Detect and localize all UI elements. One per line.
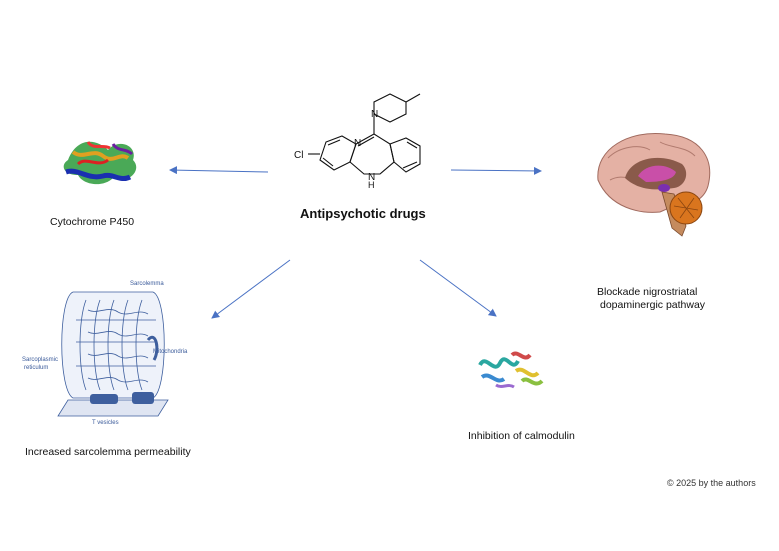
cytochrome-protein-image	[63, 141, 137, 185]
molecule-n-ring: N	[354, 138, 361, 149]
center-title: Antipsychotic drugs	[300, 206, 426, 221]
muscle-label-sr-line1: Sarcoplasmic	[22, 357, 59, 363]
molecule-structure: N N Cl N H	[294, 93, 421, 190]
arrow-to-calmodulin	[419, 259, 497, 317]
molecule-n-top: N	[371, 109, 378, 120]
cytochrome-label: Cytochrome P450	[50, 216, 135, 228]
arrow-to-cytochrome	[169, 166, 269, 175]
arrow-to-muscle	[211, 259, 291, 319]
sarcolemma-label: Increased sarcolemma permeability	[25, 446, 191, 458]
muscle-label-mito: Mitochondria	[153, 349, 188, 355]
copyright-text: © 2025 by the authors	[667, 478, 756, 488]
muscle-label-tves: T vesicles	[92, 420, 119, 426]
arrow-to-brain	[450, 166, 542, 175]
calmodulin-label: Inhibition of calmodulin	[468, 430, 575, 442]
blockade-label-line1: Blockade nigrostriatal	[597, 286, 698, 298]
molecule-cl: Cl	[294, 150, 303, 161]
muscle-fiber-image	[57, 291, 169, 417]
muscle-label-sarcolemma: Sarcolemma	[130, 281, 164, 287]
molecule-nh-h: H	[368, 180, 375, 190]
muscle-label-sr-line2: reticulum	[24, 365, 49, 371]
brain-image	[597, 132, 711, 237]
molecule-nh-n: N	[368, 172, 375, 183]
blockade-label-line2: dopaminergic pathway	[600, 299, 706, 311]
calmodulin-protein-image	[478, 351, 544, 389]
